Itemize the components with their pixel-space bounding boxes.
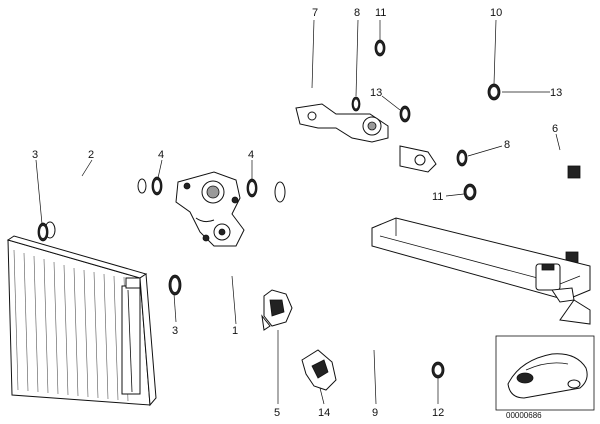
hose-7 <box>297 83 391 236</box>
hose-clamp-13-left <box>399 105 411 123</box>
callout-3-bottom: 3 <box>172 325 178 337</box>
callout-4-right: 4 <box>248 149 254 161</box>
callout-5: 5 <box>274 407 280 419</box>
hose-1 <box>181 181 354 281</box>
hose-clamp-13-right <box>487 83 501 101</box>
callout-9: 9 <box>372 407 378 419</box>
hose-clamp-8-right <box>456 149 468 167</box>
bracket-5 <box>261 289 293 331</box>
hose-9 <box>337 276 432 370</box>
callout-14: 14 <box>318 407 330 419</box>
callout-4-left: 4 <box>158 149 164 161</box>
callout-numbers: 7 8 11 10 13 13 6 8 11 3 2 4 4 3 1 5 14 … <box>32 7 562 419</box>
leader-lines <box>35 19 561 405</box>
hose-clamp-3-top <box>37 222 49 242</box>
hose-clamp-11-right <box>463 183 477 201</box>
callout-3-top: 3 <box>32 149 38 161</box>
vehicle-location-inset: 00000686 <box>495 335 595 420</box>
hose-6 <box>466 146 581 266</box>
hose-clamp-11-top <box>374 39 386 57</box>
callout-7: 7 <box>312 7 318 19</box>
hose-clamp-12 <box>431 361 445 379</box>
callout-13-right: 13 <box>550 87 562 99</box>
hose-clamp-8-top <box>351 96 361 112</box>
hose-2 <box>41 166 149 239</box>
hose-clamp-3-bottom <box>168 274 182 296</box>
callout-2: 2 <box>88 149 94 161</box>
callout-11-right: 11 <box>432 191 443 203</box>
hose-10 <box>381 9 500 123</box>
callout-13-left: 13 <box>370 87 382 99</box>
expansion-tank-frame <box>371 217 591 325</box>
short-hose-11 <box>483 199 525 227</box>
callout-10: 10 <box>490 7 502 19</box>
callout-6: 6 <box>552 123 558 135</box>
callout-12: 12 <box>432 407 444 419</box>
callout-8-top: 8 <box>354 7 360 19</box>
callout-11-top: 11 <box>375 7 386 19</box>
hose-clamp-4-left <box>151 176 163 196</box>
hose-clamp-4-right <box>246 178 258 198</box>
callout-8-right: 8 <box>504 139 510 151</box>
callout-1: 1 <box>232 325 238 337</box>
inset-reference-number: 00000686 <box>506 411 542 420</box>
thermostat-manifold <box>295 103 437 173</box>
radiator <box>6 235 157 407</box>
water-pump-housing <box>175 171 245 247</box>
clip-14 <box>301 349 337 391</box>
